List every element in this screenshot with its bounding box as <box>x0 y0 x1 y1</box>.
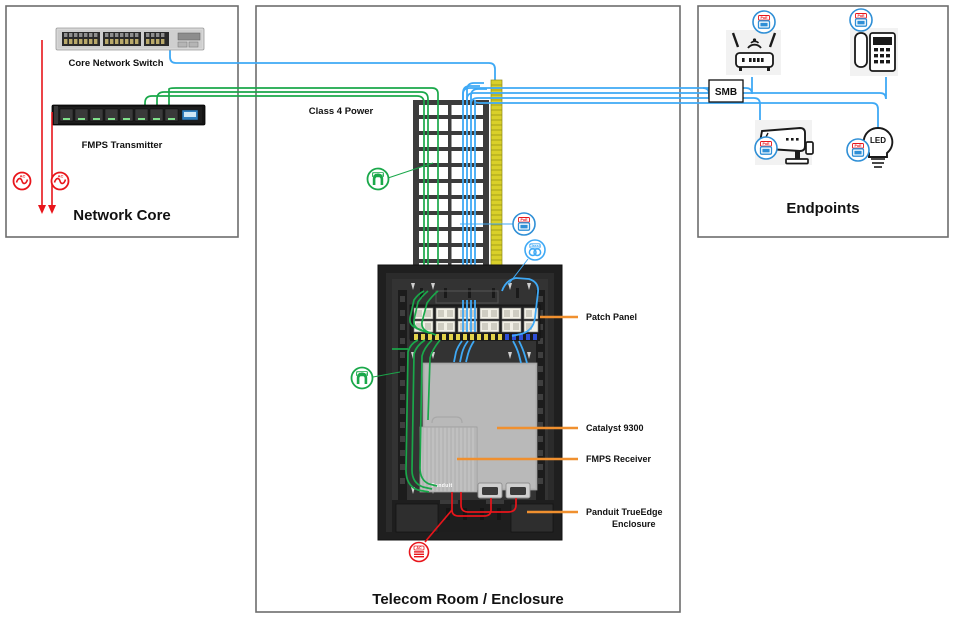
badge-poe-wireless-access-point <box>752 10 776 34</box>
cables-ac-power-enclosure <box>424 492 517 543</box>
callout-patch-panel-label: Patch Panel <box>586 312 637 322</box>
ac-power-feeds-core <box>41 40 53 205</box>
cable-data-uplink <box>169 47 496 80</box>
fiber-innerduct-riser <box>490 79 503 293</box>
badge-class4-enclosure-top <box>507 239 546 286</box>
panduit-trueedge-enclosure: Panduit <box>377 264 563 541</box>
network-core-title: Network Core <box>73 207 171 224</box>
fmps-brand-text: Panduit <box>431 483 452 489</box>
ac-icon-2 <box>50 171 70 191</box>
badge-class4-rack <box>366 162 434 191</box>
telecom-room-title: Telecom Room / Enclosure <box>372 591 563 608</box>
ac-arrow-heads <box>38 205 56 214</box>
callout-fmps-receiver-label: FMPS Receiver <box>586 454 652 464</box>
class4-power-label: Class 4 Power <box>309 106 374 117</box>
core-network-switch <box>55 27 205 51</box>
led-label: LED <box>870 136 886 145</box>
fmps-transmitter-label: FMPS Transmitter <box>82 140 163 151</box>
badge-poe-ip-phone <box>849 8 873 32</box>
badge-poe-rack <box>460 212 536 236</box>
fmps-transmitter <box>51 104 206 126</box>
smb-label: SMB <box>715 87 737 98</box>
callout-fmps-receiver: FMPS Receiver <box>457 454 652 464</box>
cables-to-endpoints <box>462 87 710 105</box>
fmps-receiver: Panduit <box>419 416 478 493</box>
callout-patch-panel: Patch Panel <box>540 312 637 322</box>
endpoint-cabling <box>703 77 887 128</box>
wireless-access-point <box>726 30 781 75</box>
callout-enclosure: Panduit TrueEdge Enclosure <box>527 507 663 529</box>
ac-icon-1 <box>12 171 32 191</box>
core-network-switch-label: Core Network Switch <box>68 58 163 69</box>
callout-catalyst-9300-label: Catalyst 9300 <box>586 423 644 433</box>
badge-ac-enclosure <box>408 541 430 563</box>
led-luminaire: LED <box>862 127 894 168</box>
smb-box: SMB <box>708 79 744 103</box>
callout-enclosure-label-1: Panduit TrueEdge <box>586 507 663 517</box>
cables-class4-in-enclosure <box>392 290 441 493</box>
badge-poe-led-luminaire <box>846 138 870 162</box>
endpoints-title: Endpoints <box>786 200 859 217</box>
callout-catalyst-9300: Catalyst 9300 <box>497 423 644 433</box>
ladder-rack <box>413 100 489 291</box>
badge-class4-enclosure-left <box>350 366 401 390</box>
ip-phone <box>850 28 898 76</box>
badge-poe-ip-camera <box>754 136 778 160</box>
callout-enclosure-label-2: Enclosure <box>612 519 656 529</box>
cables-data-in-enclosure <box>453 277 539 364</box>
